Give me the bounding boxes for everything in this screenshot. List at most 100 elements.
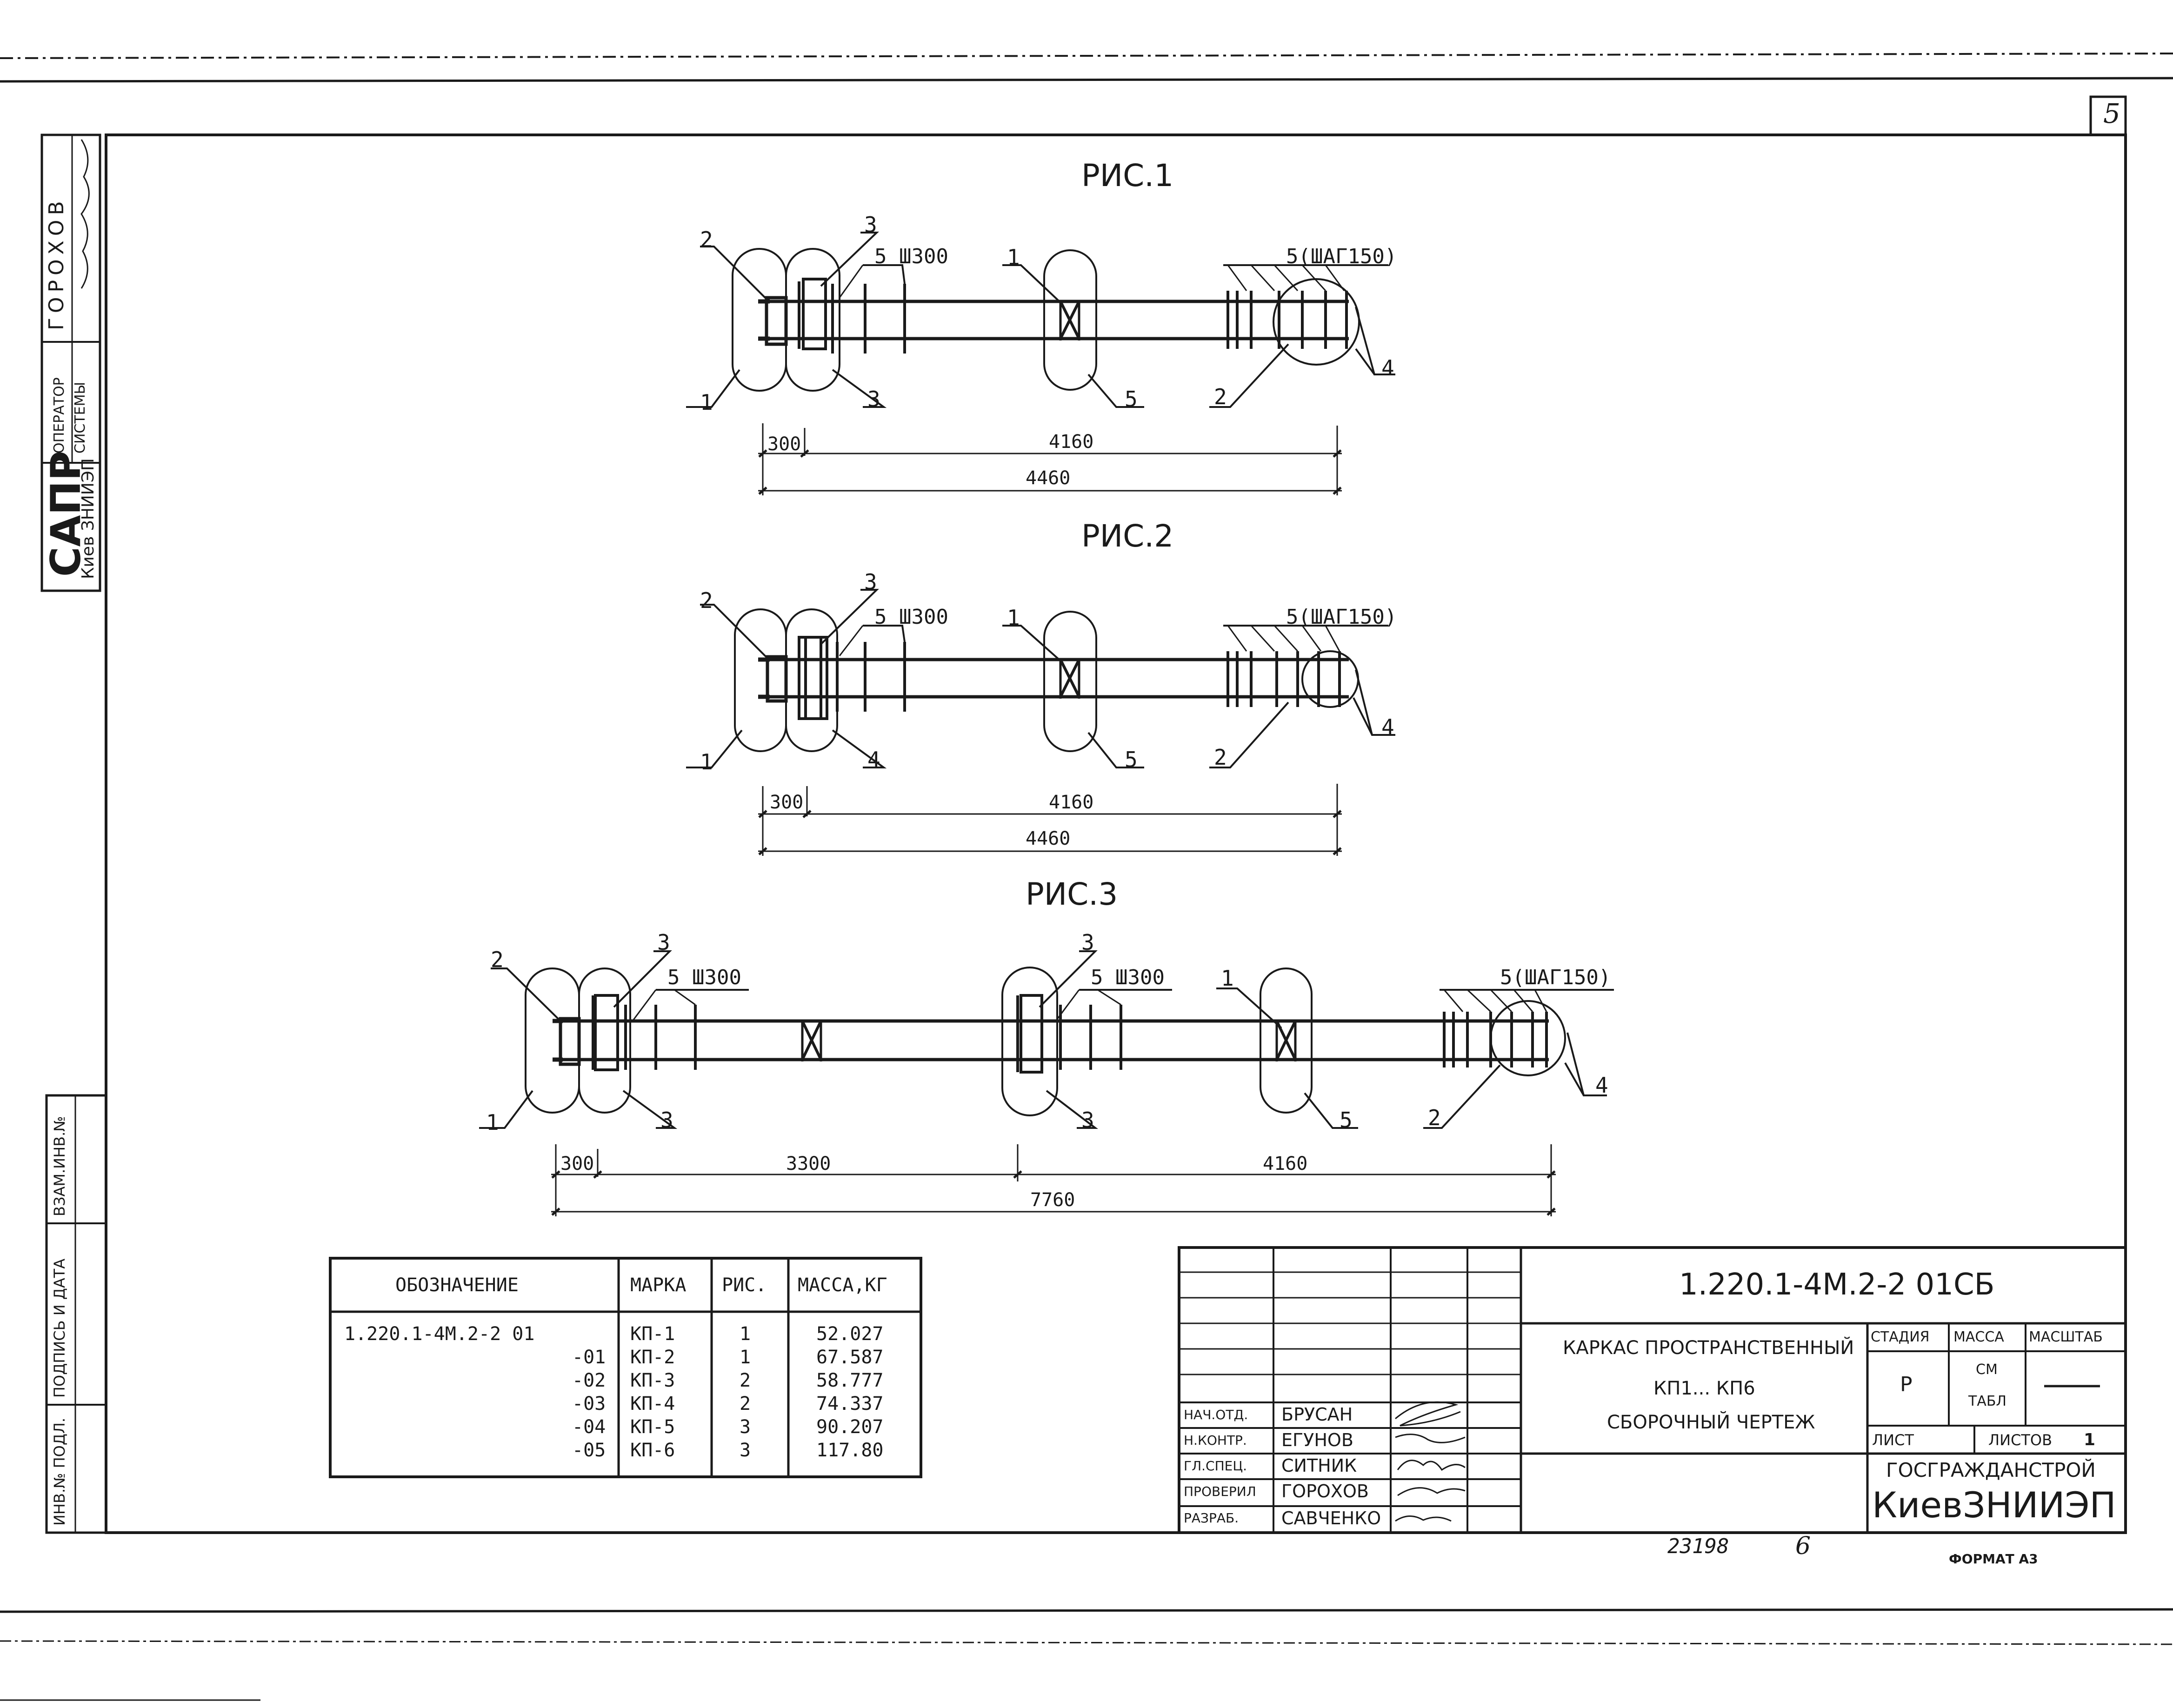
table-row-designation: -01 [572, 1347, 606, 1368]
figure-1-drawing [686, 232, 1395, 495]
figure-1-title: РИС.1 [1081, 158, 1174, 193]
spec-header-designation: ОБОЗНАЧЕНИЕ [395, 1274, 519, 1296]
callout: 1 [1007, 245, 1020, 270]
table-row-fig: 1 [740, 1347, 751, 1368]
callout: 3 [1081, 930, 1094, 955]
table-row-designation: -05 [572, 1440, 606, 1461]
stage-label: СТАДИЯ [1871, 1329, 1930, 1345]
table-row-designation: -03 [572, 1393, 606, 1414]
table-row-mass: 58.777 [816, 1370, 884, 1391]
role-name: САВЧЕНКО [1281, 1508, 1381, 1528]
sapr-subtitle: Киев ЗНИИЭП [79, 458, 98, 579]
table-row-mark: КП-2 [630, 1347, 675, 1368]
table-row-mass: 67.587 [816, 1347, 884, 1368]
sheet-number: 5 [2103, 98, 2120, 129]
table-row-mass: 74.337 [816, 1393, 884, 1414]
callout: 5(ШАГ150) [1500, 966, 1611, 989]
table-row-mass: 117.80 [816, 1440, 884, 1461]
drawing-name-line-2: КП1... КП6 [1653, 1378, 1755, 1399]
sheets-label: ЛИСТОВ [1988, 1431, 2053, 1449]
callout: 2 [491, 947, 504, 972]
podpis-data-label: ПОДПИСЬ И ДАТА [51, 1258, 68, 1398]
dim-4160: 4160 [1049, 431, 1094, 453]
callout: 5 Ш300 [667, 966, 741, 989]
role-name: СИТНИК [1281, 1455, 1357, 1476]
callout: 2 [1214, 384, 1227, 409]
left-sapr-stamp [40, 133, 101, 592]
callout: 4 [867, 747, 880, 772]
signatures [80, 139, 1466, 1522]
callout: 2 [700, 588, 713, 613]
vzam-inv-label: ВЗАМ.ИНВ.№ [51, 1116, 68, 1216]
callout: 3 [1081, 1108, 1094, 1133]
spec-table-lines [329, 1257, 922, 1478]
table-row-mass: 90.207 [816, 1416, 884, 1438]
document-code: 1.220.1-4М.2-2 01СБ [1679, 1268, 1995, 1302]
role-name: ЕГУНОВ [1281, 1430, 1353, 1450]
callout: 5 [1125, 387, 1138, 412]
dim-4160: 4160 [1049, 792, 1094, 813]
figure-3-title: РИС.3 [1026, 876, 1118, 912]
callout: 5 Ш300 [874, 605, 948, 629]
format-label: ФОРМАТ А3 [1949, 1551, 2038, 1567]
table-row-designation: 1.220.1-4М.2-2 01 [344, 1323, 535, 1345]
callout: 1 [486, 1110, 499, 1135]
inv-podl-label: ИНВ.№ ПОДЛ. [51, 1417, 68, 1526]
drawing-name-line-1: КАРКАС ПРОСТРАНСТВЕННЫЙ [1563, 1337, 1854, 1359]
mass-value-2: ТАБЛ [1968, 1393, 2006, 1409]
org-line-1: ГОСГРАЖДАНСТРОЙ [1886, 1459, 2096, 1481]
scale-label: МАСШТАБ [2029, 1329, 2103, 1345]
callout: 2 [1428, 1105, 1441, 1130]
table-row-mark: КП-3 [630, 1370, 675, 1391]
dim-total: 7760 [1030, 1189, 1075, 1211]
callout: 5 [1125, 747, 1138, 772]
page-number: 6 [1795, 1532, 1811, 1560]
figure-3-drawing [479, 950, 1614, 1216]
figure-2-drawing [686, 589, 1395, 856]
callout: 5(ШАГ150) [1286, 245, 1397, 268]
drawing-frame [105, 95, 2127, 1534]
callout: 4 [1381, 355, 1394, 380]
archive-number: 23198 [1667, 1535, 1729, 1558]
mass-value-1: СМ [1976, 1361, 1998, 1378]
callout: 3 [864, 212, 877, 237]
org-line-2: КиевЗНИИЭП [1872, 1484, 2116, 1526]
operator-name: ГОРОХОВ [45, 196, 68, 330]
title-block-lines [1178, 1246, 2127, 1534]
table-row-mark: КП-1 [630, 1323, 675, 1345]
callout: 5(ШАГ150) [1286, 605, 1397, 629]
left-approval-stamp [45, 1094, 107, 1534]
operator-label: ОПЕРАТОР СИСТЕМЫ [51, 377, 88, 454]
callout: 3 [864, 569, 877, 594]
callout: 3 [867, 387, 880, 412]
table-row-mass: 52.027 [816, 1323, 884, 1345]
drawing-name-line-3: СБОРОЧНЫЙ ЧЕРТЕЖ [1607, 1412, 1815, 1433]
figure-2-title: РИС.2 [1081, 518, 1174, 554]
callout: 3 [657, 930, 670, 955]
role-name: ГОРОХОВ [1281, 1481, 1369, 1501]
stage-value: Р [1900, 1373, 1913, 1396]
table-row-designation: -02 [572, 1370, 606, 1391]
callout: 3 [660, 1108, 673, 1133]
table-row-designation: -04 [572, 1416, 606, 1438]
dim-3300: 3300 [786, 1153, 831, 1174]
role-label: РАЗРАБ. [1184, 1510, 1239, 1526]
dim-300: 300 [770, 792, 804, 813]
table-row-mark: КП-4 [630, 1393, 675, 1414]
role-label: Н.КОНТР. [1184, 1433, 1247, 1448]
callout: 1 [700, 749, 713, 774]
callout: 4 [1381, 714, 1394, 740]
spec-header-mark: МАРКА [630, 1274, 687, 1296]
spec-header-fig: РИС. [722, 1274, 767, 1296]
dim-total: 4460 [1026, 467, 1071, 489]
callout: 1 [1221, 966, 1234, 991]
role-label: ПРОВЕРИЛ [1184, 1484, 1256, 1499]
table-row-fig: 2 [740, 1393, 751, 1414]
callout: 4 [1595, 1073, 1608, 1098]
table-row-mark: КП-6 [630, 1440, 675, 1461]
role-label: НАЧ.ОТД. [1184, 1407, 1248, 1422]
callout: 2 [1214, 745, 1227, 770]
scan-edges [0, 53, 2173, 1701]
table-row-mark: КП-5 [630, 1416, 675, 1438]
dim-total: 4460 [1026, 828, 1071, 849]
